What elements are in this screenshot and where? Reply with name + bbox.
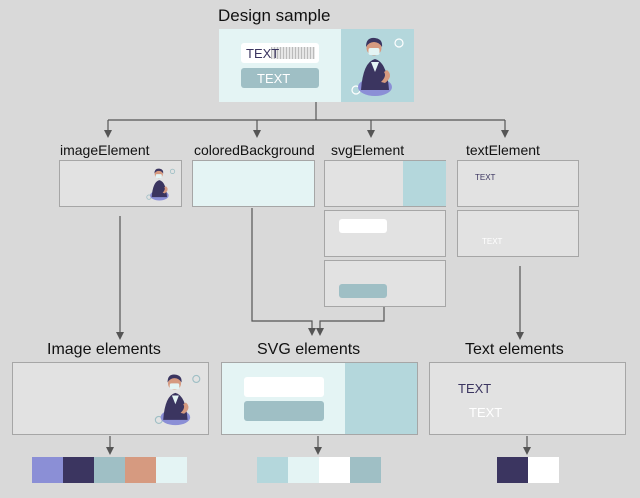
palette-swatch [497, 457, 528, 483]
svg-element-box-3 [324, 260, 446, 307]
diagram-title: Design sample [218, 6, 331, 25]
text-elements-dark: TEXT [458, 381, 492, 396]
arrow-svg-to-svg [316, 307, 385, 336]
person-with-mask-icon [146, 168, 176, 201]
text-element-white: TEXT [482, 237, 503, 246]
palette-swatch [32, 457, 63, 483]
svg-elements-box [221, 362, 418, 435]
palette-swatch [288, 457, 319, 483]
sample-text-2: TEXT [257, 71, 291, 86]
palette-swatch [257, 457, 288, 483]
colored-background-box [192, 160, 315, 207]
palette-swatch [528, 457, 559, 483]
svg-element-box-2 [324, 210, 446, 257]
label-svg-elements: SVG elements [257, 341, 361, 358]
image-element-box [59, 160, 182, 207]
palette-swatch [350, 457, 381, 483]
sample-text-box-2: TEXT [241, 68, 319, 88]
person-with-mask-icon [351, 37, 404, 96]
label-svg-element: svgElement [331, 142, 405, 158]
palette-swatch [156, 457, 187, 483]
text-elements-white: TEXT [469, 405, 503, 420]
palette-swatch [319, 457, 350, 483]
text-element-box-1: TEXT [457, 160, 579, 207]
label-image-elements: Image elements [47, 341, 161, 358]
sample-left-panel [219, 29, 341, 102]
label-text-element: textElement [466, 142, 540, 158]
label-colored-background: coloredBackground [194, 142, 315, 158]
svg-element-box-1 [324, 160, 446, 207]
palette-swatch [63, 457, 94, 483]
image-elements-box [12, 362, 209, 435]
person-with-mask-icon [154, 374, 201, 426]
arrow-colored-to-svg [251, 208, 316, 336]
label-image-element: imageElement [60, 142, 150, 158]
sample-text-box-1: TEXT [241, 43, 319, 63]
palette-swatch [125, 457, 156, 483]
text-element-dark: TEXT [475, 173, 496, 182]
palette-swatch [94, 457, 125, 483]
label-text-elements: Text elements [465, 341, 564, 358]
sample-text-1: TEXT [246, 46, 280, 61]
text-elements-box: TEXT TEXT [429, 362, 626, 435]
text-element-box-2: TEXT [457, 210, 579, 257]
